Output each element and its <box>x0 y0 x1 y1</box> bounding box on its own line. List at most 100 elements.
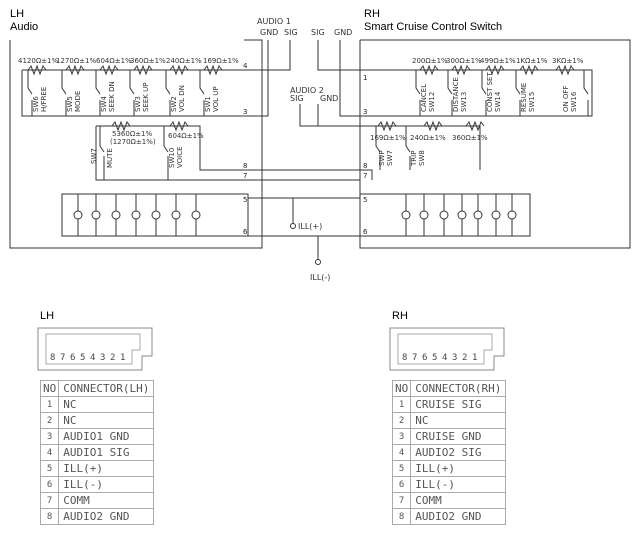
connector-lh-pin-3: 3 <box>100 353 105 363</box>
audio1-label: AUDIO 1 <box>257 17 291 26</box>
lh-r6-label: 169Ω±1% <box>203 57 239 65</box>
lh-sw10-id: SW10 <box>168 148 176 168</box>
rh-sig-label: SIG <box>311 28 325 37</box>
connector-lh-pin-2: 2 <box>110 353 115 363</box>
connector-rh-diagram: 8 7 6 5 4 3 2 1 <box>389 327 505 371</box>
rh-name-label: Smart Cruise Control Switch <box>364 21 503 33</box>
lh-r4-label: 360Ω±1% <box>130 57 166 65</box>
lh-pin-mark-6: 6 <box>243 228 248 236</box>
connector-rh-pin-2: 2 <box>462 353 467 363</box>
connector-rh-title: RH <box>392 310 408 322</box>
connector-lh-title: LH <box>40 310 55 322</box>
rh-sw12-fn: CANCEL <box>420 84 428 112</box>
connector-lh-pin-5: 5 <box>80 353 85 363</box>
lh-r2-label: 1270Ω±1% <box>56 57 96 65</box>
lh-sw3-id: SW3 <box>134 96 142 112</box>
lh-module-outline <box>9 39 263 249</box>
rh-sw13-id: SW13 <box>460 92 468 112</box>
lh-pin-mark-4: 4 <box>243 62 248 70</box>
connector-rh-pin-7: 7 <box>412 353 417 363</box>
rh-r4-label: 1KΩ±1% <box>516 57 548 65</box>
audio1-sig-label: SIG <box>284 28 298 37</box>
lh-lr3-label: 604Ω±1% <box>168 132 204 140</box>
rh-sw12-id: SW12 <box>428 92 436 112</box>
connector-rh-pin-4: 4 <box>442 353 447 363</box>
audio2-gnd-label: GND <box>320 94 338 103</box>
lh-r3-label: 604Ω±1% <box>96 57 132 65</box>
lh-lr2-label: (1270Ω±1%) <box>110 138 156 146</box>
table-header-connector: CONNECTOR(RH) <box>410 380 507 397</box>
rh-sw15-id: SW15 <box>528 92 536 112</box>
audio1-gnd-label: GND <box>260 28 278 37</box>
rh-pin-mark-1: 1 <box>363 74 367 82</box>
lh-lr1-label: 5360Ω±1% <box>112 130 152 138</box>
rh-trip-fn: TRIP <box>410 151 418 167</box>
lh-pin-mark-3: 3 <box>243 108 247 116</box>
connector-lh-pin-6: 6 <box>70 353 75 363</box>
lh-sw7-fn: MUTE <box>106 148 114 168</box>
rh-sw14-fn: CONST SET <box>486 72 494 112</box>
connector-rh-pin-6: 6 <box>422 353 427 363</box>
rh-swp-fn: SWP <box>378 150 386 166</box>
connector-lh-pin-8: 8 <box>50 353 55 363</box>
connector-lh-diagram: 8 7 6 5 4 3 2 1 <box>37 327 153 371</box>
rh-sw13-fn: DISTANCE <box>452 77 460 112</box>
rh-pin-mark-3: 3 <box>363 108 367 116</box>
lh-sw6-fn: H/FREE <box>40 87 48 112</box>
lh-sw7-id: SW7 <box>90 148 98 164</box>
connector-rh-pin-8: 8 <box>402 353 407 363</box>
ill-minus-label: ILL(-) <box>310 273 330 282</box>
lh-pin-mark-5: 5 <box>243 196 247 204</box>
connector-rh-pin-5: 5 <box>432 353 437 363</box>
lh-sw6-id: SW6 <box>32 96 40 112</box>
rh-r3-label: 499Ω±1% <box>480 57 516 65</box>
rh-header: RH Smart Cruise Control Switch <box>364 8 502 34</box>
connector-rh-pin-1: 1 <box>472 353 477 363</box>
rh-pin-mark-7: 7 <box>363 172 367 180</box>
rh-swp-id: SW7 <box>386 150 394 166</box>
ill-plus-label: ILL(+) <box>298 222 322 231</box>
table-header-no: NO <box>391 380 412 397</box>
rh-sw16-fn: ON OFF <box>562 85 570 112</box>
rh-sw15-fn: RESUME <box>520 83 528 112</box>
rh-module-outline <box>359 39 631 249</box>
lh-pin-mark-7: 7 <box>243 172 247 180</box>
rh-pin-mark-5: 5 <box>363 196 367 204</box>
lh-sw4-fn: SEEK DN <box>108 81 116 112</box>
rh-lr2-label: 240Ω±1% <box>410 134 446 142</box>
lh-pin-mark-8: 8 <box>243 162 247 170</box>
lh-header: LH Audio <box>10 8 38 34</box>
connector-lh-pin-7: 7 <box>60 353 65 363</box>
rh-lr3-label: 360Ω±1% <box>452 134 488 142</box>
audio2-sig-label: SIG <box>290 94 304 103</box>
rh-pin-mark-8: 8 <box>363 162 367 170</box>
connector-lh-pin-4: 4 <box>90 353 95 363</box>
rh-sw14-id: SW14 <box>494 91 502 112</box>
rh-r1-label: 200Ω±1% <box>412 57 448 65</box>
connector-lh-pin-1: 1 <box>120 353 125 363</box>
rh-trip-id: SW8 <box>418 150 426 166</box>
lh-sw1-fn: VOL UP <box>212 86 220 112</box>
rh-side-label: RH <box>364 8 380 20</box>
lh-sw5-fn: MODE <box>74 91 82 112</box>
lh-r5-label: 240Ω±1% <box>166 57 202 65</box>
rh-sw16-id: SW16 <box>570 91 578 112</box>
audio2-label: AUDIO 2 <box>290 86 324 95</box>
lh-sw2-fn: VOL DN <box>178 85 186 112</box>
rh-r2-label: 300Ω±1% <box>446 57 482 65</box>
